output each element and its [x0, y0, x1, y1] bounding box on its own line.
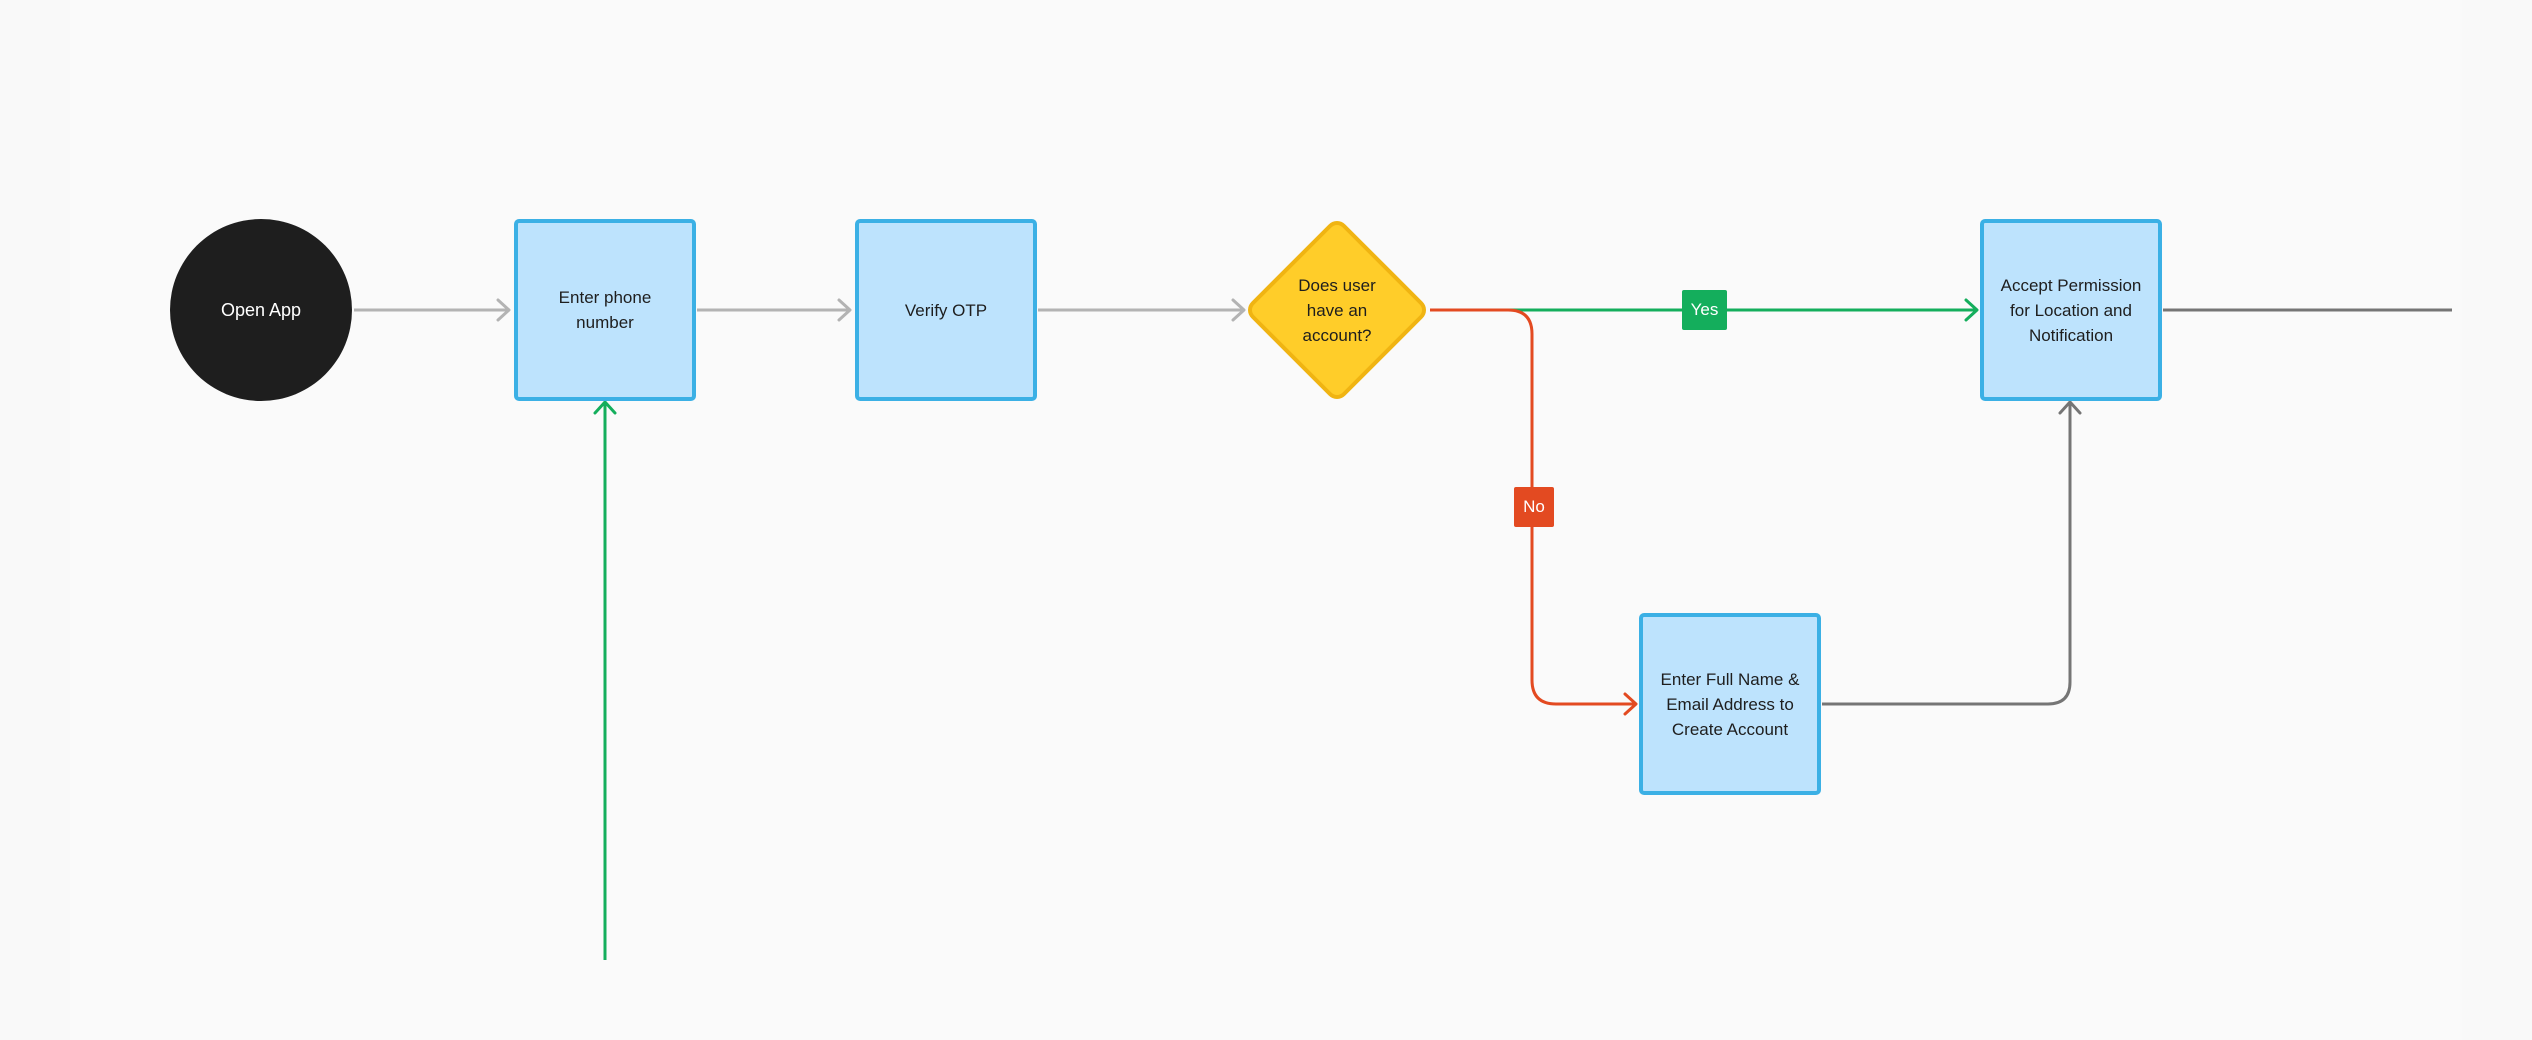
node-label: Verify OTP: [904, 300, 988, 320]
connector-incoming-to-enter-phone[interactable]: [593, 400, 617, 960]
connector-verify-otp-to-decision[interactable]: [1038, 298, 1246, 322]
connector-open-app-to-enter-phone[interactable]: [354, 298, 511, 322]
node-label: Enter Full Name & Email Address to Creat…: [1660, 669, 1800, 739]
diamond-shape: [1247, 220, 1427, 400]
node-create-account[interactable]: Enter Full Name & Email Address to Creat…: [1639, 613, 1821, 795]
arrowhead-icon: [1231, 298, 1246, 322]
node-verify-otp[interactable]: Verify OTP: [855, 219, 1037, 401]
node-label: Does user have an account?: [1298, 275, 1376, 345]
arrowhead-icon: [1623, 692, 1638, 716]
node-label: Open App: [220, 299, 302, 320]
node-enter-phone-number[interactable]: Enter phone number: [514, 219, 696, 401]
node-label: Accept Permission for Location and Notif…: [2000, 275, 2142, 345]
arrowhead-icon: [837, 298, 852, 322]
arrowhead-icon: [593, 400, 617, 415]
edge-label-yes: Yes: [1682, 290, 1727, 330]
node-label: Enter phone number: [558, 288, 652, 332]
node-does-user-have-account[interactable]: Does user have an account?: [1246, 219, 1428, 401]
arrowhead-icon: [496, 298, 511, 322]
node-accept-permission[interactable]: Accept Permission for Location and Notif…: [1980, 219, 2162, 401]
node-open-app[interactable]: Open App: [170, 219, 352, 401]
arrowhead-icon: [1964, 298, 1979, 322]
connector-enter-phone-to-verify-otp[interactable]: [697, 298, 852, 322]
arrowhead-icon: [2058, 400, 2082, 415]
canvas-panel: [70, 0, 2462, 1040]
connector-create-account-to-permission[interactable]: [1822, 400, 2082, 706]
edge-label-no: No: [1514, 487, 1554, 527]
